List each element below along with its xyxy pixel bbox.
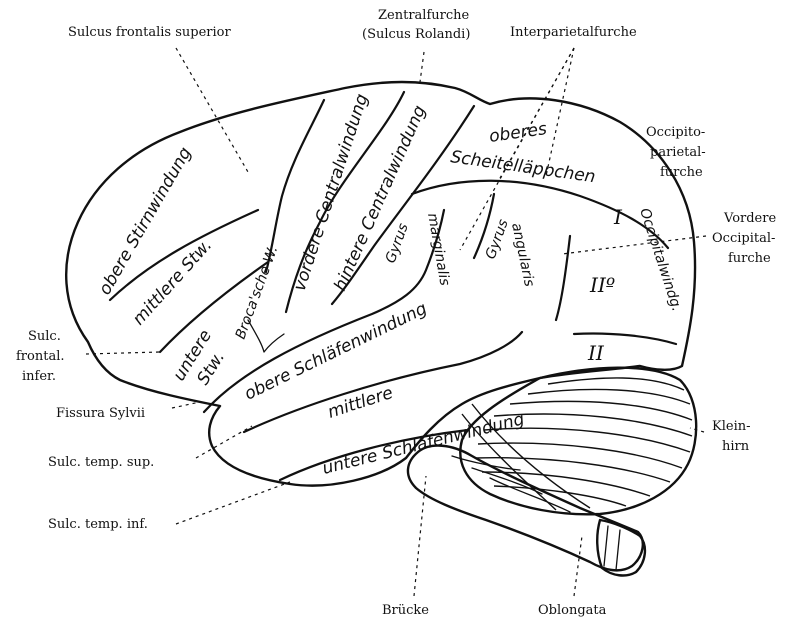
region-roman-II: II [587, 341, 605, 365]
region-occipitalwindg: Occipitalwindg. [636, 206, 684, 313]
region-roman-II-o: IIº [589, 273, 615, 297]
label-bruecke: Brücke [382, 603, 429, 618]
cerebellum-folia [462, 378, 692, 510]
label-sulcus-frontalis-superior: Sulcus frontalis superior [68, 25, 231, 40]
label-interparietalfurche: Interparietalfurche [510, 25, 637, 40]
label-kleinhirn-2: hirn [722, 439, 750, 454]
label-vordere-occipital-3: furche [728, 251, 771, 266]
region-obere-schlaefenwindung: obere Schläfenwindung [241, 299, 430, 405]
region-gyrus-angularis-2: angularis [508, 222, 537, 289]
label-oblongata: Oblongata [538, 603, 607, 618]
label-sulc-frontal-1: Sulc. [28, 329, 61, 344]
pons-detail [452, 456, 570, 512]
label-occipitoparietal-2: parietal- [650, 145, 706, 160]
label-kleinhirn-1: Klein- [712, 419, 751, 434]
label-sulcus-rolandi: (Sulcus Rolandi) [362, 27, 470, 42]
region-mittlere-stw: mittlere Stw. [129, 235, 216, 329]
pons-outline [408, 446, 643, 571]
label-sulc-frontal-2: frontal. [16, 349, 65, 364]
region-gyrus-marginalis-2: marginalis [424, 212, 452, 287]
label-vordere-occipital-2: Occipital- [712, 231, 775, 246]
region-oberes: oberes [488, 119, 548, 147]
label-zentralfurche: Zentralfurche [378, 8, 469, 23]
label-occipitoparietal-1: Occipito- [646, 125, 705, 140]
label-occipitoparietal-3: furche [660, 165, 703, 180]
label-sulc-temp-sup: Sulc. temp. sup. [48, 455, 154, 470]
label-sulc-temp-inf: Sulc. temp. inf. [48, 517, 148, 532]
label-vordere-occipital-1: Vordere [723, 211, 776, 226]
label-sulc-frontal-3: infer. [22, 369, 56, 384]
label-fissura-sylvii: Fissura Sylvii [56, 406, 145, 421]
region-roman-I: I [613, 205, 623, 229]
medulla-outline [597, 520, 645, 575]
region-broca: Broca'sche W. [233, 244, 282, 342]
